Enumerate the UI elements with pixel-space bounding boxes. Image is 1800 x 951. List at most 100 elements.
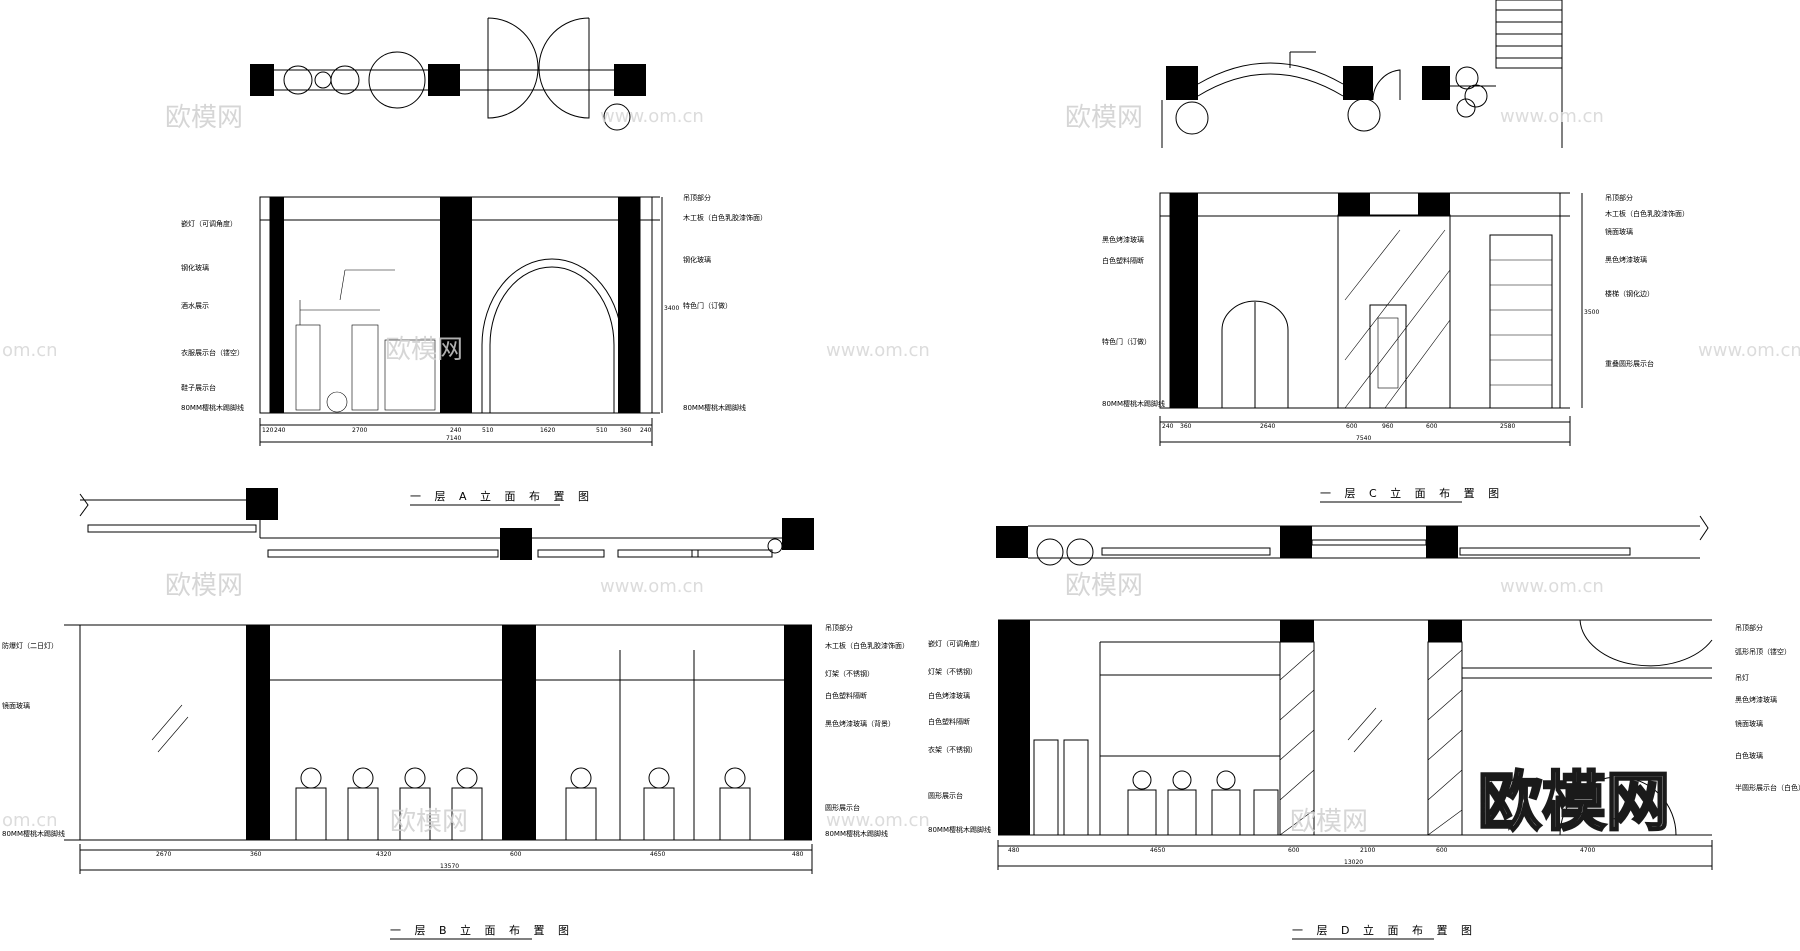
dimension-value: 600	[1436, 847, 1448, 854]
dimension-value: 2700	[352, 427, 367, 434]
dimension-value: 600	[510, 851, 522, 858]
dimension-total: 13570	[440, 863, 459, 870]
elevation-c	[1159, 192, 1570, 409]
panel-c-title: 一 层 C 立 面 布 置 图	[1320, 486, 1504, 500]
dimension-value: 240	[640, 427, 652, 434]
dimension-value: 1620	[540, 427, 555, 434]
label: 黑色烤漆玻璃	[1102, 235, 1144, 244]
label: 白色烤漆玻璃	[928, 691, 970, 700]
dimension-value: 960	[1382, 423, 1394, 430]
plan-b	[79, 488, 814, 560]
label: 白色塑料隔断	[928, 717, 970, 726]
label: 吊顶部分	[683, 193, 711, 202]
watermark-url: www.om.cn	[1500, 576, 1604, 597]
dims-c: 240 360 2640 600 960 600 2580 7540 3500	[1159, 193, 1599, 446]
elevation-b	[64, 624, 812, 841]
label: 白色塑料隔断	[825, 691, 867, 700]
label: 弧形吊顶（镂空）	[1735, 647, 1791, 656]
watermarks: 欧模网 www.om.cn 欧模网 www.om.cn om.cn 欧模网 ww…	[2, 103, 1800, 837]
labels-c-left: 黑色烤漆玻璃 白色塑料隔断 特色门（订做） 80MM樱桃木踢脚线	[1102, 235, 1165, 408]
watermark-url: www.om.cn	[1500, 106, 1604, 127]
label: 80MM樱桃木踢脚线	[928, 825, 991, 834]
label: 圆形展示台	[928, 791, 963, 800]
label: 钢化玻璃	[683, 255, 711, 264]
label: 灯架（不锈钢）	[825, 669, 874, 678]
label: 黑色烤漆玻璃	[1735, 695, 1777, 704]
label: 镜面玻璃	[2, 701, 30, 710]
plan-a	[250, 17, 646, 131]
label: 吊顶部分	[1605, 193, 1633, 202]
dimension-value: 360	[1180, 423, 1192, 430]
dimension-value: 4650	[1150, 847, 1165, 854]
label: 80MM樱桃木踢脚线	[683, 403, 746, 412]
dims-d: 480 4650 600 2100 600 4700 13020	[997, 840, 1713, 870]
label: 半圆形展示台（白色）	[1735, 783, 1800, 792]
label: 吊顶部分	[825, 623, 853, 632]
dimension-value: 600	[1288, 847, 1300, 854]
watermark-url: om.cn	[2, 340, 58, 361]
dimension-value: 4700	[1580, 847, 1595, 854]
label: 鞋子展示台	[181, 383, 216, 392]
watermark-brand: 欧模网	[165, 103, 243, 133]
dimension-value: 4320	[376, 851, 391, 858]
dimension-value: 4650	[650, 851, 665, 858]
elevation-a	[259, 196, 660, 414]
watermark-url: www.om.cn	[600, 106, 704, 127]
dimension-value: 480	[1008, 847, 1020, 854]
dimension-value: 2670	[156, 851, 171, 858]
dimension-total: 7540	[1356, 435, 1371, 442]
label: 木工板（白色乳胶漆饰面）	[825, 641, 909, 650]
dimension-value: 360	[620, 427, 632, 434]
panel-b-title: 一 层 B 立 面 布 置 图	[390, 923, 574, 937]
watermark-url: www.om.cn	[826, 340, 930, 361]
plan-c	[1161, 0, 1563, 148]
label: 镜面玻璃	[1735, 719, 1763, 728]
watermark-brand-large: 欧模网	[1478, 766, 1670, 840]
label: 防爆灯（二日灯）	[2, 641, 58, 650]
watermark-url: www.om.cn	[600, 576, 704, 597]
label: 嵌灯（可调角度）	[181, 219, 237, 228]
labels-a-left: 嵌灯（可调角度） 钢化玻璃 酒水展示 衣服展示台（镂空） 鞋子展示台 80MM樱…	[181, 219, 244, 412]
dimension-value: 480	[792, 851, 804, 858]
watermark-brand: 欧模网	[390, 807, 468, 837]
label: 木工板（白色乳胶漆饰面）	[683, 213, 767, 222]
dimension-value: 240	[1162, 423, 1174, 430]
dimension-value: 510	[596, 427, 608, 434]
label: 楼梯（钢化边）	[1605, 289, 1654, 298]
watermark-url: www.om.cn	[826, 810, 930, 831]
label: 嵌灯（可调角度）	[928, 639, 984, 648]
dimension-value: 2100	[1360, 847, 1375, 854]
label: 80MM樱桃木踢脚线	[1102, 399, 1165, 408]
label: 黑色烤漆玻璃（背景）	[825, 719, 895, 728]
label: 白色玻璃	[1735, 751, 1763, 760]
label: 吊顶部分	[1735, 623, 1763, 632]
dimension-value: 2640	[1260, 423, 1275, 430]
label: 特色门（订做）	[683, 301, 732, 310]
panel-a-title: 一 层 A 立 面 布 置 图	[410, 489, 594, 503]
labels-d-left: 嵌灯（可调角度） 灯架（不锈钢） 白色烤漆玻璃 白色塑料隔断 衣架（不锈钢） 圆…	[928, 639, 991, 834]
label: 衣服展示台（镂空）	[181, 348, 244, 357]
label: 衣架（不锈钢）	[928, 745, 977, 754]
dimension-value: 120	[262, 427, 274, 434]
label: 特色门（订做）	[1102, 337, 1151, 346]
dims-b: 2670 360 4320 600 4650 480 13570	[79, 844, 813, 874]
label: 黑色烤漆玻璃	[1605, 255, 1647, 264]
panel-d-title: 一 层 D 立 面 布 置 图	[1292, 923, 1477, 937]
labels-c-right: 吊顶部分 木工板（白色乳胶漆饰面） 镜面玻璃 黑色烤漆玻璃 楼梯（钢化边） 重叠…	[1605, 193, 1689, 368]
labels-d-right: 吊顶部分 弧形吊顶（镂空） 吊灯 黑色烤漆玻璃 镜面玻璃 白色玻璃 半圆形展示台…	[1735, 623, 1800, 792]
height-dimension: 3400	[664, 305, 679, 312]
label: 重叠圆形展示台	[1605, 359, 1654, 368]
label: 圆形展示台	[825, 803, 860, 812]
labels-b-right: 吊顶部分 木工板（白色乳胶漆饰面） 灯架（不锈钢） 白色塑料隔断 黑色烤漆玻璃（…	[825, 623, 909, 838]
dimension-value: 600	[1346, 423, 1358, 430]
elevation-d	[998, 619, 1713, 836]
watermark-brand: 欧模网	[165, 571, 243, 601]
label: 80MM樱桃木踢脚线	[2, 829, 65, 838]
dimension-value: 2580	[1500, 423, 1515, 430]
dimension-value: 240	[450, 427, 462, 434]
dimension-value: 360	[250, 851, 262, 858]
dimension-value: 240	[274, 427, 286, 434]
label: 吊灯	[1735, 673, 1749, 682]
watermark-url: om.cn	[2, 810, 58, 831]
dimension-value: 600	[1426, 423, 1438, 430]
